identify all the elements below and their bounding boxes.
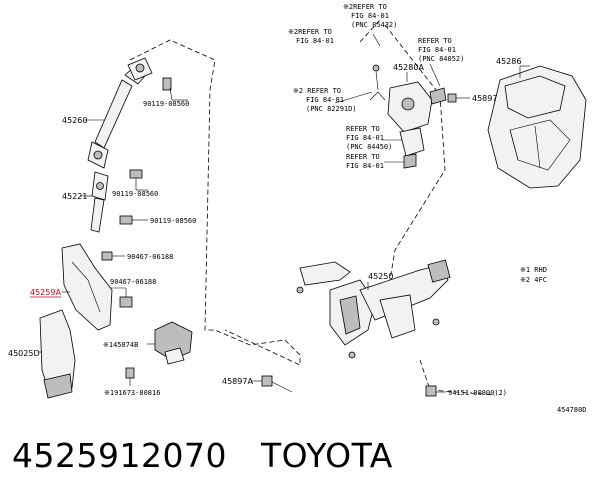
- label-90119-a[interactable]: 90119-08560: [143, 100, 189, 108]
- bolt-45897a: [251, 375, 293, 393]
- refer-block-84052: REFER TO FIG 84-01 (PNC 84052): [418, 37, 464, 63]
- label-90467-b[interactable]: 90467-06188: [110, 278, 156, 286]
- svg-text:FIG 84-01: FIG 84-01: [351, 12, 389, 20]
- svg-text:FIG 84-01: FIG 84-01: [306, 96, 344, 104]
- svg-text:(PNC 84450): (PNC 84450): [346, 143, 392, 151]
- refer-block-fig-84-01-b: REFER TO FIG 84-01: [346, 153, 384, 170]
- label-90119-c[interactable]: 90119-08560: [150, 217, 196, 225]
- label-45897[interactable]: 45897: [472, 94, 497, 103]
- note-4fc: ※2 4FC: [520, 276, 547, 284]
- refer-block-85432: ※2REFER TO FIG 84-01 (PNC 85432): [343, 3, 397, 29]
- label-90119-b[interactable]: 90119-08560: [112, 190, 158, 198]
- svg-text:※2REFER TO: ※2REFER TO: [288, 28, 332, 36]
- label-45286[interactable]: 45286: [496, 57, 521, 66]
- refer-block-82291d: ※2 REFER TO FIG 84-01 (PNC 82291D): [293, 87, 357, 113]
- screw-91673: [125, 367, 135, 386]
- phantom-outline-bottom: [419, 359, 496, 396]
- label-45874b[interactable]: ※145874B: [103, 341, 138, 349]
- nut-90467-a: [101, 251, 125, 261]
- phantom-outline-left: [129, 39, 301, 366]
- nut-94151: [425, 385, 446, 397]
- figure-number: 454780D: [557, 406, 587, 414]
- label-45259a[interactable]: 45259A: [30, 288, 61, 297]
- column-cover-45286-illustration: [487, 65, 587, 189]
- intermediate-shaft-illustration: [84, 57, 153, 169]
- label-45280a[interactable]: 45280A: [393, 63, 424, 72]
- bracket-45874b-illustration: [147, 321, 193, 365]
- lock-assembly-45280a-illustration: [369, 64, 447, 169]
- leader-ref4: [334, 91, 373, 104]
- leader-ref3: [429, 63, 441, 87]
- svg-text:FIG 84-01: FIG 84-01: [346, 134, 384, 142]
- shaft-45221-illustration: [80, 171, 109, 233]
- label-45221[interactable]: 45221: [62, 192, 87, 201]
- label-94151[interactable]: 94151-80800(2): [448, 389, 507, 397]
- svg-text:※2 REFER TO: ※2 REFER TO: [293, 87, 341, 95]
- svg-text:(PNC 82291D): (PNC 82291D): [306, 105, 357, 113]
- svg-text:(PNC 84052): (PNC 84052): [418, 55, 464, 63]
- bolt-45897: [447, 93, 470, 103]
- svg-text:FIG 84-01: FIG 84-01: [418, 46, 456, 54]
- svg-text:FIG 84-01: FIG 84-01: [296, 37, 334, 45]
- phantom-outline-top: [359, 19, 381, 43]
- svg-text:REFER TO: REFER TO: [346, 125, 380, 133]
- refer-block-fig-84-01-a: ※2REFER TO FIG 84-01: [288, 28, 334, 45]
- label-91673[interactable]: ※191673-80816: [104, 389, 160, 397]
- svg-text:REFER TO: REFER TO: [418, 37, 452, 45]
- phantom-outline-right: [384, 24, 446, 281]
- label-45025d[interactable]: 45025D: [8, 349, 40, 358]
- caption-brand: TOYOTA: [260, 436, 393, 475]
- bolt-90119-a: [162, 77, 188, 101]
- label-45897a[interactable]: 45897A: [222, 377, 253, 386]
- column-boot-45025d-illustration: [38, 309, 76, 399]
- note-rhd: ※1 RHD: [520, 266, 547, 274]
- svg-text:(PNC 85432): (PNC 85432): [351, 21, 397, 29]
- svg-text:FIG 84-01: FIG 84-01: [346, 162, 384, 170]
- label-45260[interactable]: 45260: [62, 116, 87, 125]
- part-caption: 4525912070 TOYOTA: [12, 436, 427, 475]
- refer-block-84450: REFER TO FIG 84-01 (PNC 84450): [346, 125, 392, 151]
- label-45250[interactable]: 45250: [368, 272, 393, 281]
- steering-column-45250-illustration: [296, 259, 451, 359]
- nut-90467-b: [108, 287, 133, 308]
- bolt-90119-c: [119, 215, 148, 225]
- label-90467-a[interactable]: 90467-06188: [127, 253, 173, 261]
- caption-part-number: 4525912070: [12, 436, 227, 475]
- svg-text:※2REFER TO: ※2REFER TO: [343, 3, 387, 11]
- column-cover-45259a-illustration: [61, 243, 113, 331]
- bolt-90119-b: [129, 169, 148, 191]
- svg-text:REFER TO: REFER TO: [346, 153, 380, 161]
- leader-ref1: [372, 33, 381, 47]
